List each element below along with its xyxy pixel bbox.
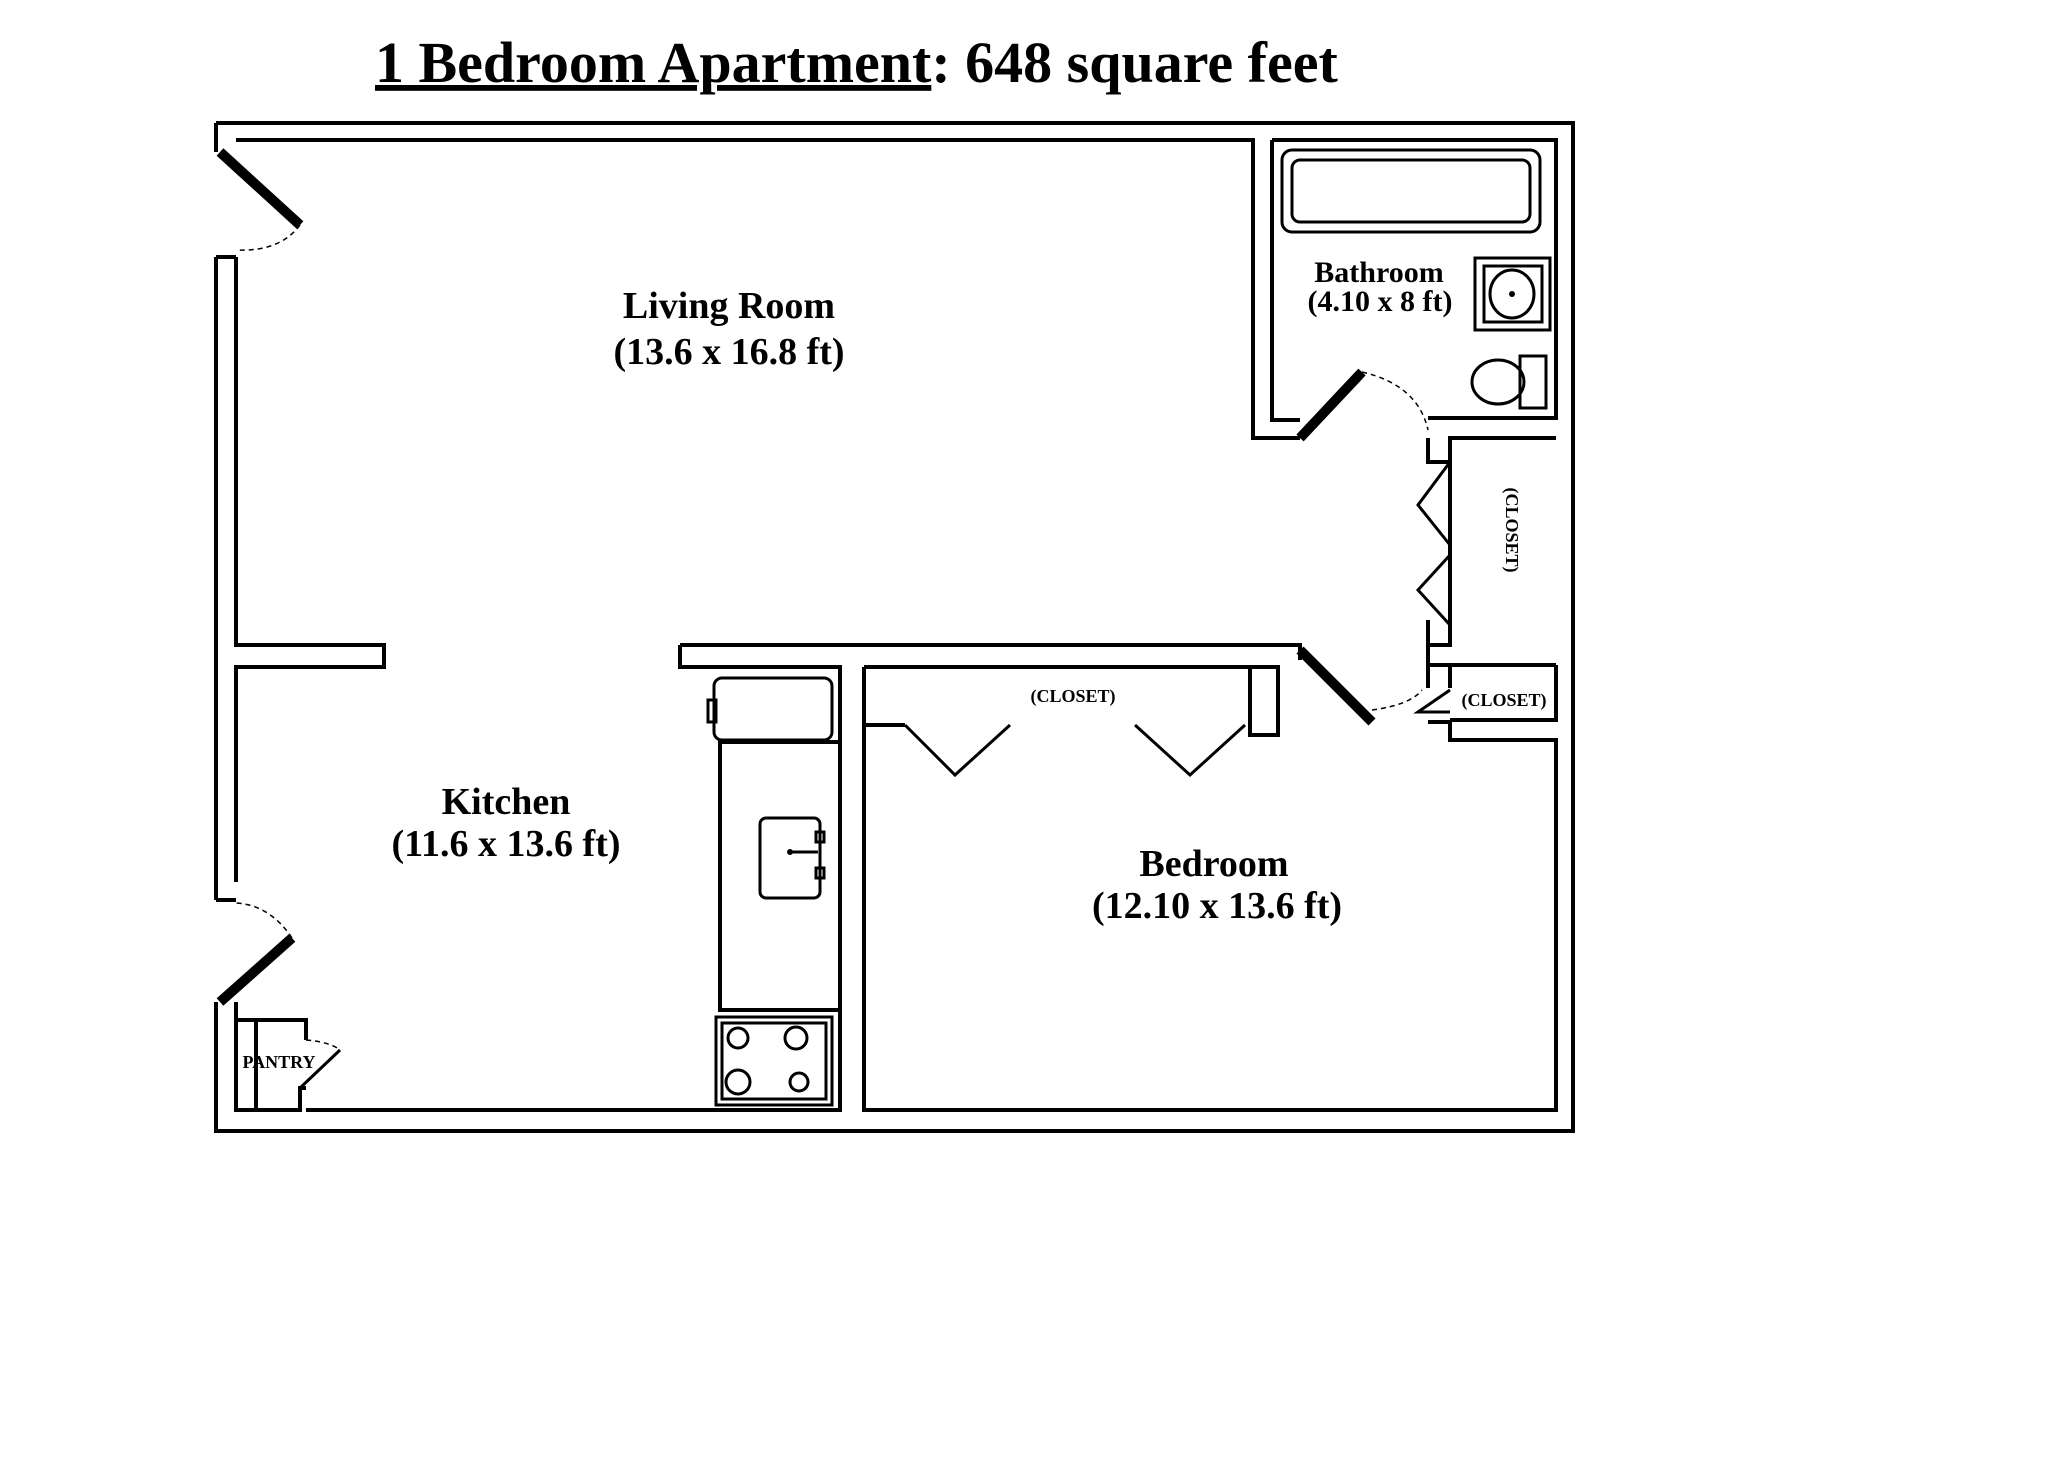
plan-title: 1 Bedroom Apartment: 648 square feet	[375, 30, 1338, 95]
closet-label-hall: (CLOSET)	[1501, 487, 1522, 572]
room-size: (11.6 x 13.6 ft)	[391, 823, 620, 865]
stove	[714, 1015, 834, 1107]
room-name: Bathroom	[1314, 256, 1443, 289]
closet-doors-hall	[1415, 461, 1452, 627]
bedroom-label: Bedroom (12.10 x 13.6 ft)	[1092, 843, 1342, 927]
living-room-label: Living Room (13.6 x 16.8 ft)	[613, 285, 844, 373]
title-area: : 648 square feet	[931, 30, 1338, 95]
kitchen-counter	[718, 740, 842, 1012]
room-name: Living Room	[623, 285, 835, 327]
kitchen-label: Kitchen (11.6 x 13.6 ft)	[391, 781, 620, 865]
door-bathroom	[1296, 368, 1429, 442]
refrigerator	[706, 676, 834, 742]
door-entry-kitchen	[216, 902, 296, 1006]
room-size: (13.6 x 16.8 ft)	[613, 331, 844, 373]
bathroom-label: Bathroom (4.10 x 8 ft)	[1308, 256, 1453, 318]
door-bedroom	[1296, 646, 1423, 726]
room-name: Bedroom	[1139, 843, 1288, 885]
bathtub	[1280, 148, 1542, 234]
door-pantry	[298, 1039, 342, 1090]
closet-door-small	[1413, 688, 1451, 714]
toilet	[1470, 354, 1548, 410]
room-name: Kitchen	[442, 781, 571, 823]
bathroom-sink	[1473, 256, 1552, 332]
interior-walls	[234, 436, 1558, 1112]
room-size: (4.10 x 8 ft)	[1308, 285, 1453, 318]
door-entry-top	[216, 148, 304, 251]
closet-label-small: (CLOSET)	[1461, 690, 1546, 711]
pantry-label: PANTRY	[242, 1052, 315, 1072]
outer-walls	[214, 121, 1575, 1133]
room-size: (12.10 x 13.6 ft)	[1092, 885, 1342, 927]
title-main: 1 Bedroom Apartment	[375, 30, 932, 95]
kitchen-sink	[758, 816, 826, 900]
closet-label-bedroom: (CLOSET)	[1030, 686, 1115, 707]
closet-doors-bedroom	[903, 723, 1247, 778]
